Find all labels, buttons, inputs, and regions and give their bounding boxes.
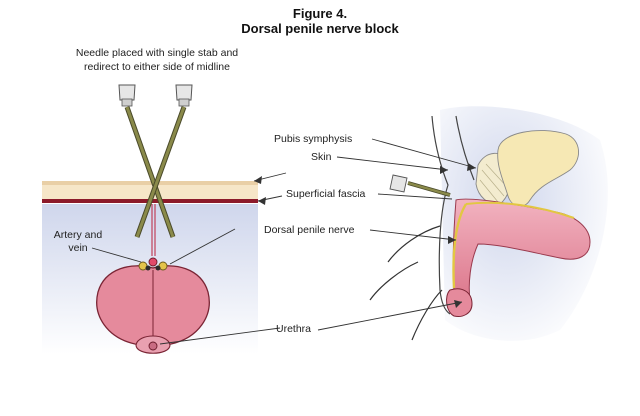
- left-leader-lines: [91, 228, 281, 345]
- sagittal-view: Pubis symphysis Skin Superficial fascia …: [253, 106, 608, 341]
- needle-sagittal: [389, 174, 451, 197]
- needle-label-line2: redirect to either side of midline: [84, 61, 230, 73]
- urethra-label: Urethra: [276, 323, 311, 335]
- cross-section-view: Needle placed with single stab and redir…: [42, 47, 281, 354]
- skin-layer: [42, 181, 258, 185]
- body-outline-outer: [455, 115, 475, 181]
- needle-label-line1: Needle placed with single stab and: [76, 47, 238, 59]
- bladder: [497, 130, 579, 207]
- figure-number: Figure 4.: [292, 6, 348, 21]
- arrowheads: [254, 163, 476, 308]
- artery-label-line2: vein: [68, 242, 87, 254]
- thigh-outline: [369, 225, 443, 341]
- needle-right: [134, 84, 193, 238]
- superficial-fascia-label: Superficial fascia: [286, 188, 366, 200]
- dorsal-nerve-line: [452, 203, 468, 289]
- dorsal-nerve-line-2: [465, 201, 575, 219]
- artery-right: [155, 265, 161, 271]
- dorsal-nerve-label: Dorsal penile nerve: [264, 224, 355, 236]
- fascia-layer: [42, 185, 258, 199]
- artery-left: [145, 265, 151, 271]
- needle-left: [118, 84, 176, 238]
- body-outline: [431, 115, 451, 315]
- pubis-label: Pubis symphysis: [274, 133, 352, 145]
- skin-label: Skin: [311, 151, 332, 163]
- urethra-lumen: [148, 341, 158, 351]
- dorsal-vein: [148, 257, 158, 267]
- artery-label-line1: Artery and: [54, 229, 103, 241]
- figure-title: Dorsal penile nerve block: [241, 21, 399, 36]
